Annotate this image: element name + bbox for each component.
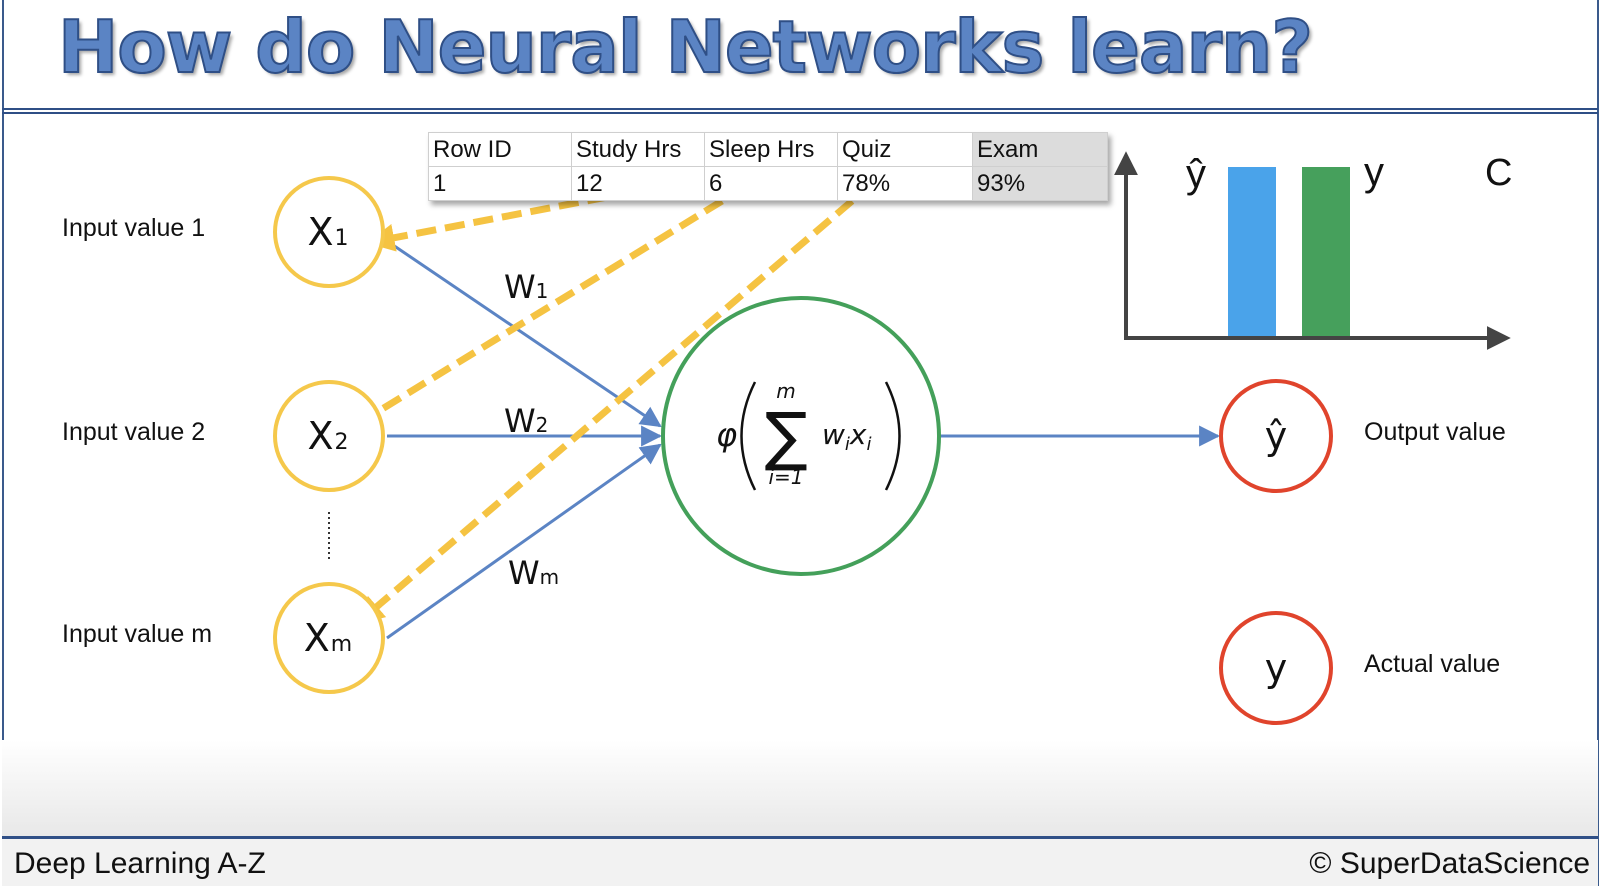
cost-chart-cost-label: C — [1485, 152, 1513, 194]
paren-right — [884, 381, 901, 491]
svg-text:X2: X2 — [307, 414, 348, 458]
svg-text:y: y — [1265, 646, 1288, 690]
input-node-1: X1 — [273, 176, 385, 288]
cost-chart — [1114, 151, 1511, 350]
table-header-cell: Study Hrs — [571, 132, 705, 167]
bar-predicted — [1228, 167, 1276, 336]
training-data-table: Row ID Study Hrs Sleep Hrs Quiz Exam 1 1… — [428, 132, 1108, 201]
data-arrow-sleep-hrs — [351, 198, 724, 428]
table-header-cell: Sleep Hrs — [704, 132, 838, 167]
footer: Deep Learning A-Z © SuperDataScience — [2, 836, 1598, 886]
output-node: ŷ — [1219, 379, 1333, 493]
input-label-1: Input value 1 — [62, 214, 206, 242]
sum-upper-limit: m — [776, 379, 795, 403]
table-cell: 12 — [571, 166, 705, 201]
output-label: Output value — [1364, 418, 1506, 446]
svg-text:Xm: Xm — [304, 616, 352, 660]
data-arrow-quiz — [355, 198, 855, 625]
actual-label: Actual value — [1364, 650, 1501, 678]
slide-title: How do Neural Networks learn? — [57, 4, 1314, 90]
table-cell: 78% — [837, 166, 973, 201]
weight-wm: Wm — [508, 554, 559, 592]
slide-border-left — [2, 0, 4, 886]
table-cell: 1 — [428, 166, 572, 201]
cost-chart-actual-label: y — [1364, 150, 1384, 194]
table-cell: 93% — [972, 166, 1108, 201]
bar-actual — [1302, 167, 1350, 336]
table-header-cell: Row ID — [428, 132, 572, 167]
sum-symbol: ∑ — [764, 400, 807, 474]
slide-border-right — [1597, 0, 1599, 886]
input-node-2: X2 — [273, 380, 385, 492]
svg-text:X1: X1 — [307, 210, 348, 254]
table-header-cell: Exam — [972, 132, 1108, 167]
weight-w1: W1 — [504, 268, 548, 306]
actual-node: y — [1219, 611, 1333, 725]
table-row: 1 12 6 78% 93% — [428, 166, 1108, 201]
activation-phi: φ — [716, 416, 737, 454]
svg-text:ŷ: ŷ — [1265, 414, 1288, 458]
title-divider — [2, 108, 1598, 114]
data-arrow-study-hrs — [366, 193, 608, 252]
footer-copyright: © SuperDataScience — [1309, 847, 1590, 880]
input-label-2: Input value 2 — [62, 418, 206, 446]
cost-chart-predicted-label: ŷ — [1186, 152, 1206, 196]
paren-left — [740, 381, 757, 491]
bottom-gradient — [2, 740, 1598, 836]
input-node-m: Xm — [273, 582, 385, 694]
neuron-node: φ m ∑ i=1 wixi — [661, 296, 941, 576]
footer-course-name: Deep Learning A-Z — [14, 847, 266, 880]
sum-lower-limit: i=1 — [768, 465, 803, 489]
weight-w2: W2 — [504, 402, 548, 440]
sum-term: wixi — [822, 418, 872, 455]
connection-w1 — [386, 239, 662, 428]
table-header-cell: Quiz — [837, 132, 973, 167]
table-cell: 6 — [704, 166, 838, 201]
input-label-m: Input value m — [62, 620, 213, 648]
table-header-row: Row ID Study Hrs Sleep Hrs Quiz Exam — [428, 132, 1108, 167]
connection-wm — [386, 443, 662, 640]
